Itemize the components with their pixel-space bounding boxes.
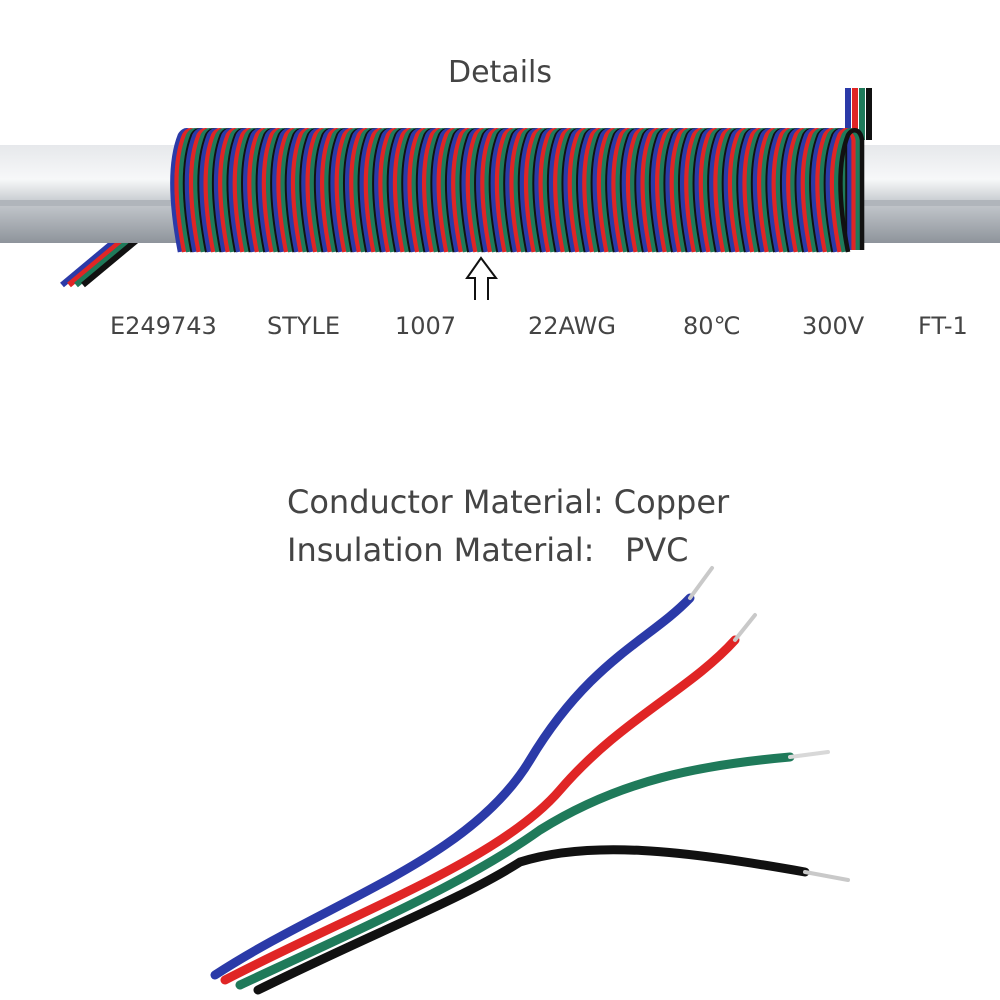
spec-style-number: 1007 bbox=[395, 312, 457, 340]
spec-row: E249743 STYLE 1007 22AWG 80℃ 300V FT-1 bbox=[0, 312, 1000, 348]
spec-voltage: 300V bbox=[802, 312, 865, 340]
spec-style: STYLE bbox=[267, 312, 341, 340]
spec-rating: FT-1 bbox=[918, 312, 968, 340]
coil-strand bbox=[838, 128, 865, 253]
up-arrow-icon bbox=[465, 256, 498, 300]
conductor-material: Conductor Material: Copper bbox=[287, 483, 730, 521]
wire-coil bbox=[170, 128, 865, 253]
coil-strand bbox=[834, 128, 861, 253]
blue-wire bbox=[210, 593, 695, 980]
spec-code: E249743 bbox=[110, 312, 217, 340]
green-wire bbox=[235, 752, 795, 990]
details-title: Details bbox=[447, 55, 552, 90]
red-wire bbox=[220, 635, 740, 985]
coiled-cable-image bbox=[0, 88, 1000, 300]
insulation-material: Insulation Material: PVC bbox=[287, 531, 689, 569]
black-wire bbox=[253, 845, 810, 995]
spec-gauge: 22AWG bbox=[528, 312, 616, 340]
spec-temperature: 80℃ bbox=[683, 312, 741, 340]
materials-text: Conductor Material: Copper Insulation Ma… bbox=[287, 478, 729, 574]
